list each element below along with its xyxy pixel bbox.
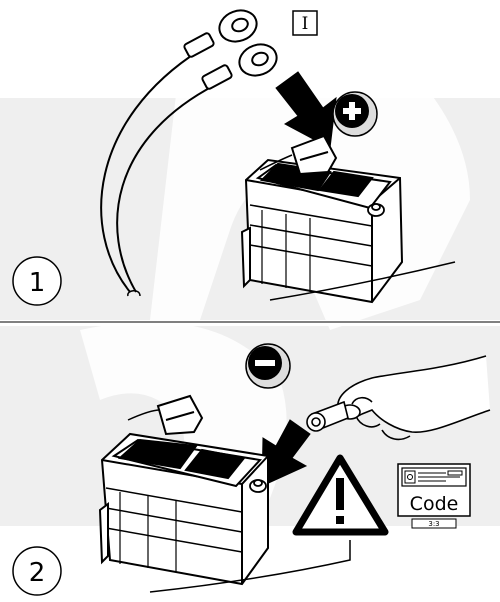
negative-terminal-post-2 xyxy=(250,480,266,492)
plus-icon xyxy=(333,92,377,136)
battery-step-1 xyxy=(242,160,402,302)
step-number-1-badge: 1 xyxy=(13,257,61,305)
negative-terminal-post xyxy=(368,204,384,216)
battery-step-2 xyxy=(100,434,268,584)
code-label: Code xyxy=(410,493,459,515)
step-number-2-badge: 2 xyxy=(13,547,61,595)
code-sub-label: 3:3 xyxy=(428,520,439,528)
step-number-1: 1 xyxy=(29,268,46,298)
terminal-tag-label: I xyxy=(302,14,309,34)
terminal-tag-box: I xyxy=(293,11,317,35)
step-number-2: 2 xyxy=(29,558,46,588)
minus-icon xyxy=(246,344,290,388)
